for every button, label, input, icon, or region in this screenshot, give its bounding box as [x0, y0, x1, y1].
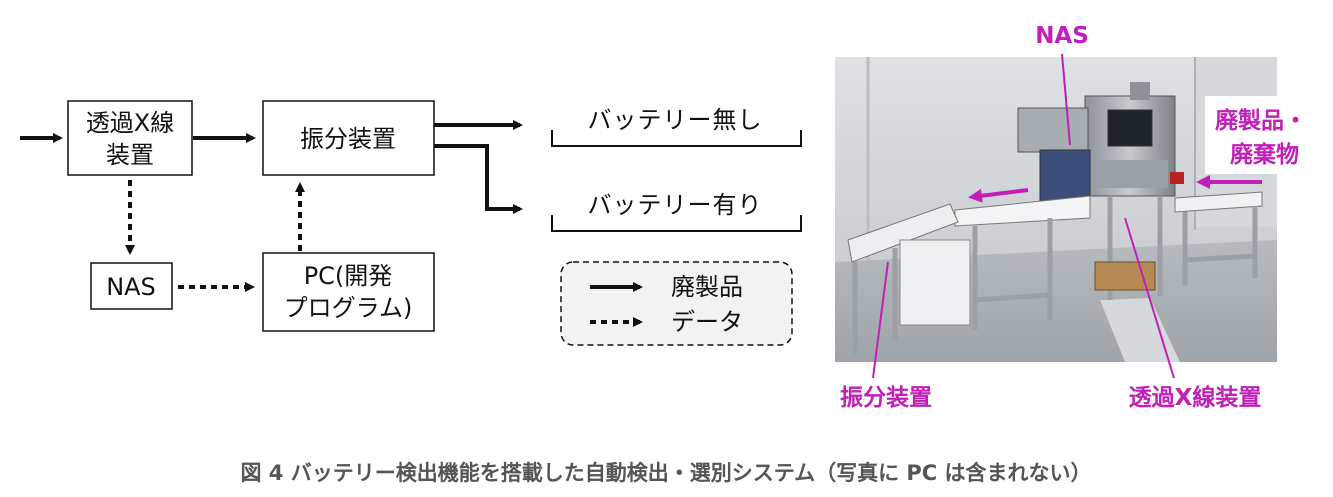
xray-label-line1: 透過X線 — [86, 109, 174, 137]
photo-label-sorter: 振分装置 — [840, 384, 932, 411]
sorter-to-battery-arrow — [434, 144, 523, 214]
legend-dotted-label: データ — [671, 308, 743, 336]
nas-node: NAS — [90, 262, 173, 310]
photo-label-waste-line1: 廃製品・ — [1215, 107, 1307, 134]
with-battery-bin — [551, 215, 802, 232]
xray-label-line2: 装置 — [106, 141, 154, 169]
pc-label-line2: プログラム) — [284, 294, 413, 322]
sorter-node: 振分装置 — [262, 100, 435, 176]
legend: 廃製品 データ — [560, 261, 793, 346]
sorter-label: 振分装置 — [300, 125, 396, 153]
nas-label: NAS — [106, 273, 156, 301]
xray-node: 透過X線 装置 — [67, 100, 193, 176]
output-with-battery: バッテリー有り — [551, 191, 802, 232]
callout-nas-line — [1061, 53, 1071, 146]
callout-xray-line — [1124, 217, 1175, 379]
pc-node: PC(開発 プログラム) — [262, 252, 435, 332]
photo-label-waste-line2: 廃棄物 — [1230, 141, 1299, 168]
no-battery-bin — [551, 130, 802, 147]
flow-diagram: 透過X線 装置 振分装置 バッテリー無し バッテリー有り NAS — [20, 100, 802, 346]
with-battery-label: バッテリー有り — [588, 191, 763, 219]
callout-sorter-line — [872, 261, 889, 379]
photo-arrow-left-conveyor — [968, 188, 1029, 203]
system-photo: NAS 廃製品・ 廃棄物 振分装置 透過X線装置 — [835, 23, 1327, 411]
legend-solid-label: 廃製品 — [671, 273, 743, 301]
figure-caption: 図 4 バッテリー検出機能を搭載した自動検出・選別システム（写真に PC は含ま… — [240, 461, 1091, 485]
output-no-battery: バッテリー無し — [551, 106, 802, 147]
no-battery-label: バッテリー無し — [588, 106, 763, 134]
photo-label-xray: 透過X線装置 — [1129, 384, 1262, 411]
photo-label-nas: NAS — [1035, 23, 1089, 49]
pc-label-line1: PC(開発 — [304, 262, 393, 290]
